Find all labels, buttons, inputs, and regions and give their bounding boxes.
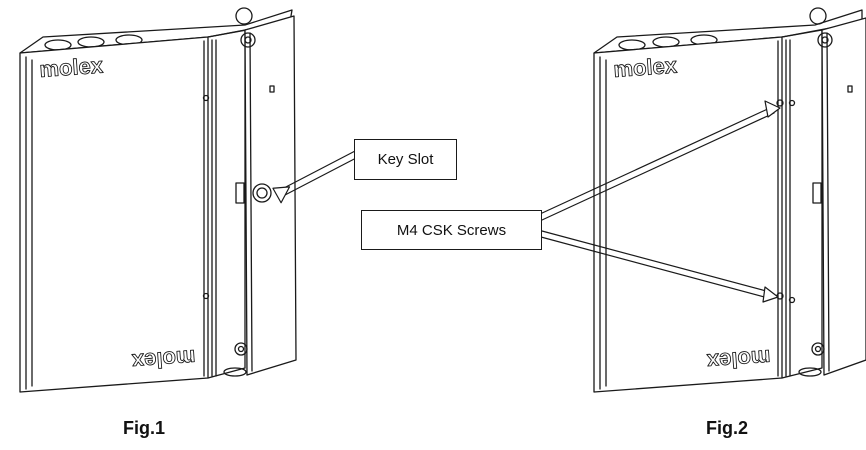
fig1-brand-top: molex	[39, 53, 105, 82]
m4-csk-screws-label: M4 CSK Screws	[361, 210, 542, 250]
fig2-enclosure	[593, 7, 866, 393]
key-slot-label: Key Slot	[354, 139, 457, 180]
fig2-brand-top: molex	[613, 53, 679, 82]
screw-arrow-top	[539, 100, 781, 221]
fig2-brand-bottom: molex	[705, 345, 771, 374]
fig1-caption: Fig.1	[123, 418, 166, 438]
screw-arrow-bottom	[540, 230, 779, 303]
key-slot-arrow	[272, 149, 361, 204]
fig2-caption: Fig.2	[706, 418, 749, 438]
fig1-brand-bottom: molex	[130, 345, 196, 374]
fig1-enclosure	[19, 7, 297, 393]
